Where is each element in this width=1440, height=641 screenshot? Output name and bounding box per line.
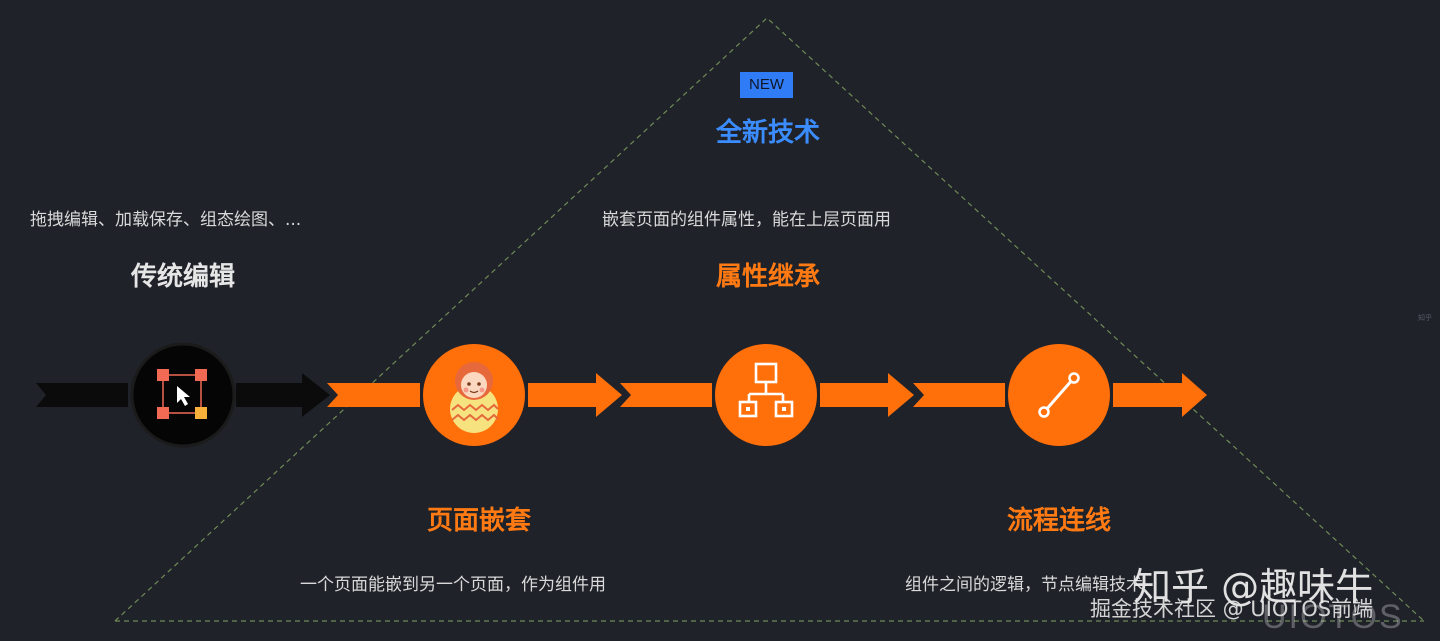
dashed-triangle bbox=[114, 17, 1425, 622]
logo-watermark: UIOTOS bbox=[1262, 598, 1404, 636]
juejin-watermark: 掘金技术社区 @ UIOTOS前端 bbox=[1090, 597, 1374, 621]
edge-watermark: 知乎 bbox=[1418, 314, 1432, 322]
flow-description: 组件之间的逻辑，节点编辑技术 bbox=[905, 575, 1143, 595]
node-traditional bbox=[130, 342, 236, 448]
connector-line-icon bbox=[1038, 372, 1080, 418]
orange-arrow-2 bbox=[528, 373, 622, 417]
page-nesting-title: 页面嵌套 bbox=[426, 506, 531, 536]
traditional-title: 传统编辑 bbox=[130, 262, 235, 292]
new-tech-title: 全新技术 bbox=[715, 118, 820, 148]
hierarchy-icon bbox=[738, 362, 794, 418]
flow-title: 流程连线 bbox=[1006, 506, 1111, 536]
dark-arrow-1 bbox=[36, 383, 128, 407]
orange-arrow-1 bbox=[327, 383, 420, 407]
property-description: 嵌套页面的组件属性，能在上层页面用 bbox=[602, 210, 891, 230]
doll-icon bbox=[450, 362, 499, 433]
orange-arrow-6 bbox=[1113, 373, 1207, 417]
new-badge: NEW bbox=[740, 72, 793, 98]
selection-cursor-icon bbox=[157, 369, 207, 419]
zhihu-watermark: 知乎 @趣味牛 bbox=[1133, 565, 1374, 609]
page-nesting-description: 一个页面能嵌到另一个页面，作为组件用 bbox=[300, 575, 606, 595]
node-property bbox=[715, 344, 817, 446]
node-flow bbox=[1008, 344, 1110, 446]
orange-arrow-3 bbox=[620, 383, 712, 407]
traditional-description: 拖拽编辑、加载保存、组态绘图、... bbox=[30, 210, 302, 230]
dark-arrow-2 bbox=[236, 373, 330, 417]
orange-arrow-4 bbox=[820, 373, 914, 417]
orange-arrow-5 bbox=[913, 383, 1005, 407]
node-page-nesting bbox=[423, 344, 525, 446]
property-title: 属性继承 bbox=[715, 262, 820, 292]
